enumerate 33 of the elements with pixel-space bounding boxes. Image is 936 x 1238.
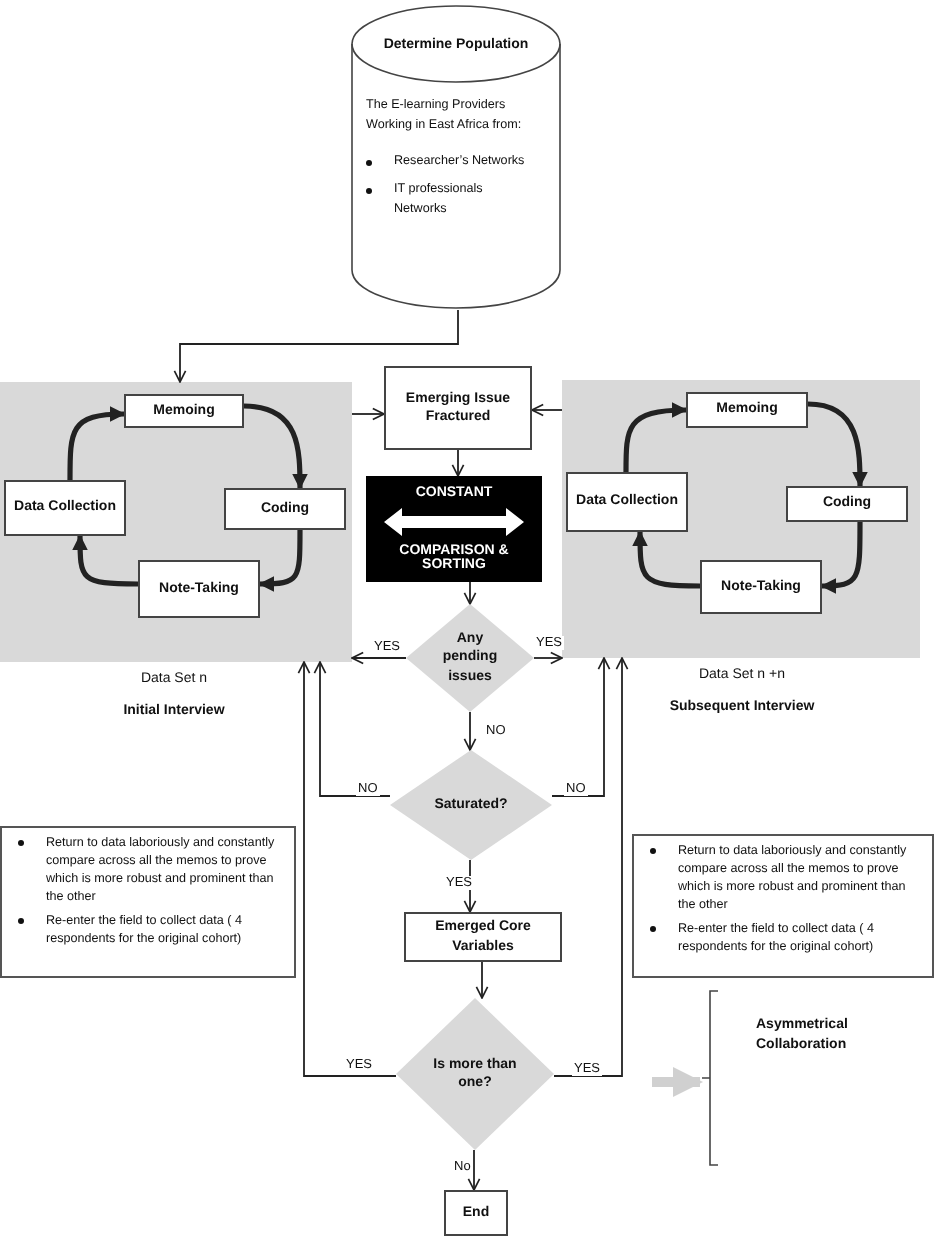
arrow: [351, 407, 385, 421]
arrow: [533, 651, 563, 665]
arrow: [67, 406, 126, 480]
arrow: [243, 403, 308, 490]
panel: [562, 380, 920, 658]
arrow: [647, 1067, 703, 1097]
arrow: [551, 657, 611, 797]
arrow: [451, 449, 465, 477]
arrow: [72, 534, 138, 587]
arrow: [173, 309, 459, 383]
arrow: [297, 661, 397, 1077]
arrow: [553, 657, 629, 1077]
arrow: [258, 530, 303, 592]
decision-diamond: [390, 750, 552, 860]
arrow: [531, 403, 563, 417]
panel: [0, 382, 352, 662]
arrow: [475, 961, 489, 999]
note-box: [632, 834, 934, 978]
arrow: [467, 1149, 481, 1191]
arrow: [820, 522, 863, 594]
process-box: [366, 476, 542, 582]
arrow: [623, 402, 688, 472]
arrow: [463, 711, 477, 751]
arrow: [313, 661, 391, 797]
arrow: [351, 651, 407, 665]
arrow: [632, 530, 701, 589]
arrow: [463, 859, 477, 913]
decision-diamond: [406, 604, 534, 712]
database-cylinder: [350, 4, 562, 310]
arrow: [807, 401, 868, 488]
arrow: [463, 581, 477, 605]
decision-diamond: [396, 998, 554, 1150]
note-box: [0, 826, 296, 978]
